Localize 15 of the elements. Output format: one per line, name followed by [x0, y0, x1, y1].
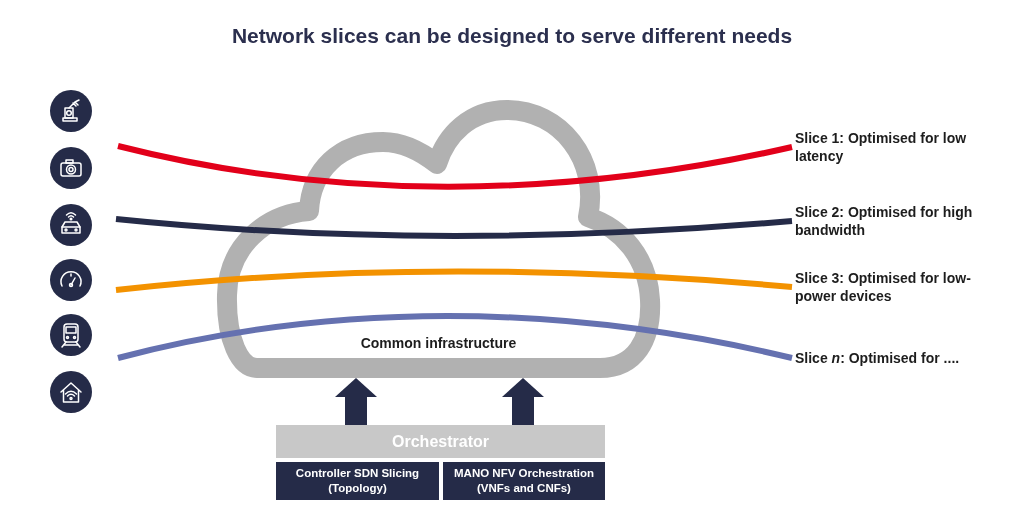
slice-line: [117, 143, 793, 190]
slice-label: Slice 1: Optimised for low latency: [795, 129, 995, 165]
cloud-label: Common infrastructure: [360, 334, 517, 352]
slice-label: Slice 3: Optimised for low-power devices: [795, 269, 995, 305]
slice-line: [117, 313, 793, 361]
component-box: MANO NFV Orchestration (VNFs and CNFs): [443, 462, 605, 500]
component-box: Controller SDN Slicing (Topology): [276, 462, 439, 500]
slice-line: [115, 216, 793, 239]
slice-label: Slice 2: Optimised for high bandwidth: [795, 203, 995, 239]
diagram-title: Network slices can be designed to serve different needs: [231, 23, 793, 49]
cloud-shape: [217, 100, 660, 378]
slice-label: Slice n: Optimised for ....: [795, 349, 995, 367]
slice-line: [115, 268, 793, 293]
block-arrow: [335, 378, 377, 425]
block-arrow: [502, 378, 544, 425]
